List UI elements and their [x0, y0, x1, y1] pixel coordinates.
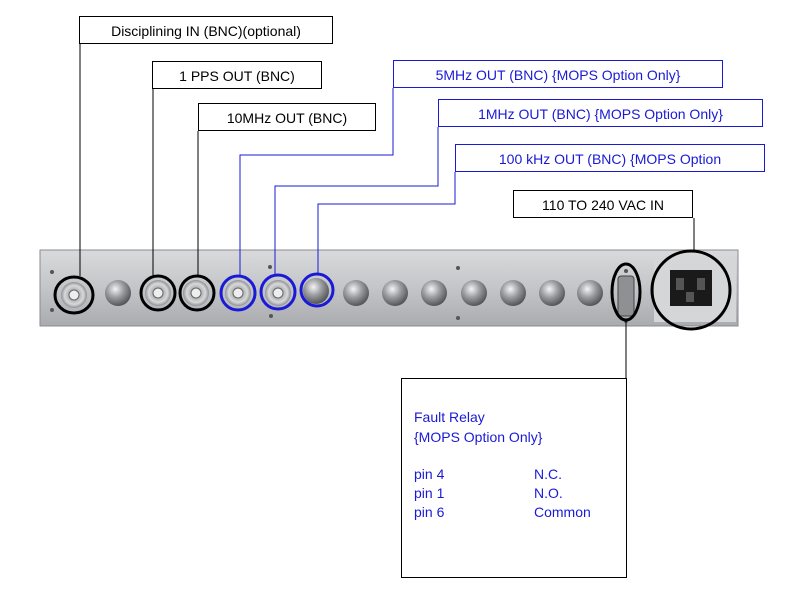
leader-1mhz-out — [274, 127, 439, 276]
label-5mhz-out: 5MHz OUT (BNC) {MOPS Option Only} — [393, 60, 723, 88]
highlight-1pps-out — [139, 274, 177, 312]
label-disciplining-in-text: Disciplining IN (BNC)(optional) — [111, 23, 301, 39]
label-100khz-out: 100 kHz OUT (BNC) {MOPS Option — [455, 144, 765, 172]
blank-plug-100khz — [303, 278, 329, 304]
blank-plug — [539, 280, 565, 306]
blank-plug — [343, 280, 369, 306]
highlight-10mhz-out — [178, 274, 216, 312]
mounting-screw-icon — [456, 266, 460, 270]
label-10mhz-out-text: 10MHz OUT (BNC) — [226, 110, 348, 126]
blank-plug — [461, 280, 487, 306]
label-vac-in: 110 TO 240 VAC IN — [513, 190, 693, 218]
mounting-screw-icon — [456, 316, 460, 320]
label-1pps-out: 1 PPS OUT (BNC) — [152, 61, 322, 89]
db9-connector-fault-relay — [617, 269, 635, 323]
pin-function: N.O. — [534, 485, 563, 501]
leader-5mhz-out — [239, 88, 394, 276]
bnc-connector-1mhz-out — [265, 280, 291, 306]
label-5mhz-out-text: 5MHz OUT (BNC) {MOPS Option Only} — [435, 67, 681, 83]
pin-label: pin 6 — [414, 504, 445, 520]
highlight-vac-in — [650, 249, 732, 331]
label-1mhz-out: 1MHz OUT (BNC) {MOPS Option Only} — [438, 99, 763, 127]
mounting-screw-icon — [269, 314, 273, 318]
label-10mhz-out: 10MHz OUT (BNC) — [198, 103, 376, 131]
pin-label: pin 1 — [414, 485, 445, 501]
highlight-5mhz-out — [219, 274, 257, 312]
highlight-100khz-out — [299, 272, 335, 308]
bnc-connector-1pps-out — [145, 280, 171, 306]
mounting-screw-icon — [268, 265, 272, 269]
mounting-screw-icon — [50, 270, 54, 274]
highlight-1mhz-out — [259, 273, 297, 311]
label-disciplining-in: Disciplining IN (BNC)(optional) — [79, 16, 333, 44]
blank-plug — [421, 280, 447, 306]
bnc-connector-5mhz-out — [225, 280, 251, 306]
blank-plug — [577, 280, 603, 306]
pin-function: N.C. — [534, 466, 562, 482]
blank-plug — [500, 280, 526, 306]
leader-100khz-out — [317, 172, 456, 274]
bnc-connector-disciplining-in — [61, 282, 87, 308]
blank-plug — [382, 280, 408, 306]
fault-relay-title: Fault Relay — [414, 409, 485, 425]
highlight-disciplining-in — [53, 275, 95, 315]
pin-label: pin 4 — [414, 466, 445, 482]
fault-relay-box: Fault Relay {MOPS Option Only} pin 4 N.C… — [401, 378, 627, 578]
blank-plug — [105, 280, 131, 306]
bnc-connector-10mhz-out — [183, 280, 209, 306]
label-1mhz-out-text: 1MHz OUT (BNC) {MOPS Option Only} — [478, 106, 723, 122]
label-1pps-out-text: 1 PPS OUT (BNC) — [179, 68, 295, 84]
fault-relay-subtitle: {MOPS Option Only} — [414, 429, 543, 445]
label-100khz-out-text: 100 kHz OUT (BNC) {MOPS Option — [498, 151, 722, 167]
label-vac-in-text: 110 TO 240 VAC IN — [542, 197, 664, 213]
mounting-screw-icon — [50, 308, 54, 312]
pin-function: Common — [534, 504, 591, 520]
